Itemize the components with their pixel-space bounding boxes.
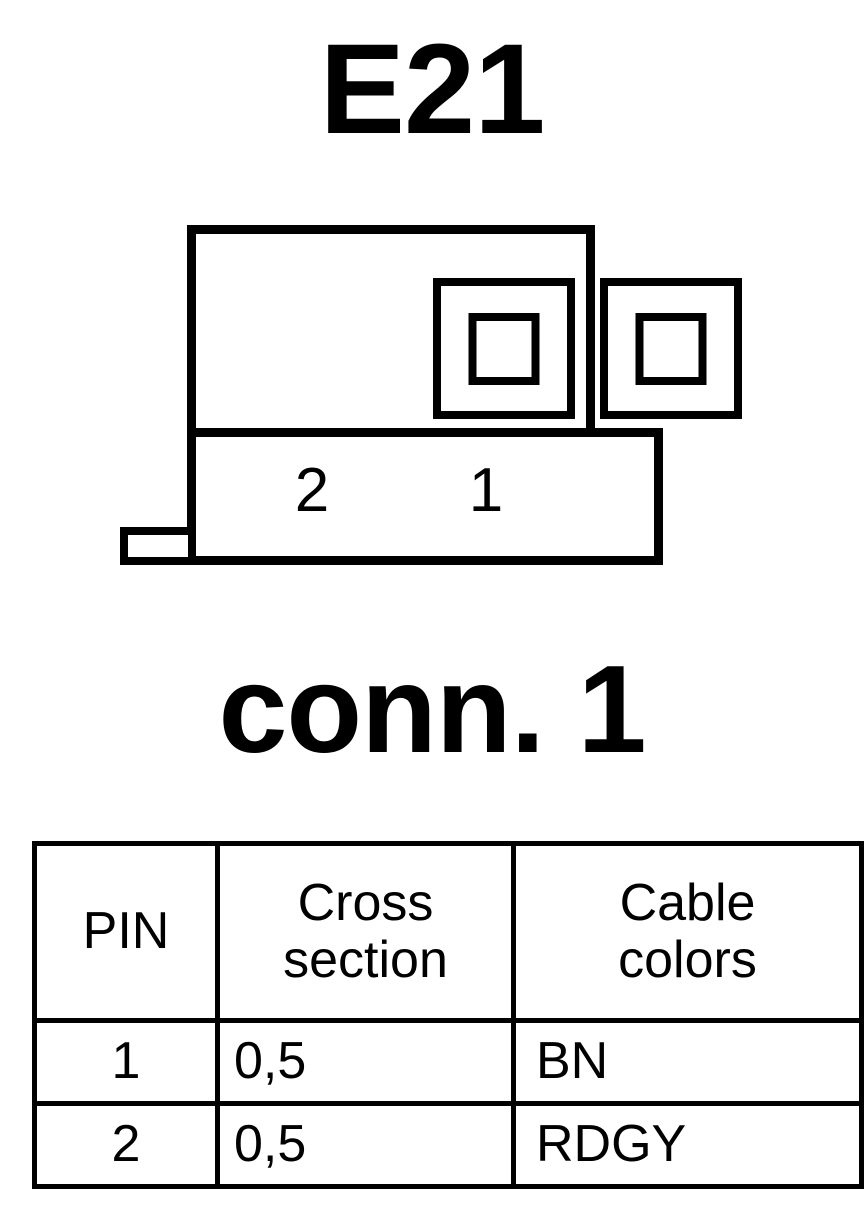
table-header-row: PIN Cross section Cable colors — [32, 841, 864, 1023]
column-header-cross-section: Cross section — [215, 841, 516, 1023]
pin-socket-2 — [433, 278, 575, 419]
connector-diagram: 2 1 — [0, 215, 864, 575]
column-header-cross-section-line1: Cross — [297, 873, 434, 932]
pin-number-label-2: 2 — [294, 456, 330, 525]
connector-lower-housing — [187, 428, 663, 565]
table-header: PIN Cross section Cable colors — [32, 841, 864, 1023]
connector-upper-housing — [187, 225, 742, 443]
column-header-cross-section-line2: section — [283, 931, 448, 989]
column-header-cable-colors: Cable colors — [511, 841, 864, 1023]
cell-cross-section: 0,5 — [215, 1018, 516, 1106]
column-header-pin: PIN — [32, 841, 220, 1023]
table-row: 1 0,5 BN — [32, 1018, 864, 1106]
cell-cross-section: 0,5 — [215, 1101, 516, 1189]
table-row: 2 0,5 RDGY — [32, 1101, 864, 1189]
pin-number-label-1: 1 — [468, 456, 504, 525]
column-header-cable-colors-line2: colors — [618, 931, 757, 989]
cell-cable-colors: RDGY — [511, 1101, 864, 1189]
pin-socket-inner-2 — [468, 312, 540, 385]
column-header-cable-colors-line1: Cable — [619, 873, 756, 932]
pin-assignment-table: PIN Cross section Cable colors 1 0,5 BN … — [32, 841, 864, 1189]
column-header-pin-line1: PIN — [82, 902, 170, 961]
connector-latch-tab-icon — [120, 527, 196, 565]
pin-socket-1 — [600, 278, 742, 419]
cell-pin: 1 — [32, 1018, 220, 1106]
table-body: 1 0,5 BN 2 0,5 RDGY — [32, 1018, 864, 1189]
page-title: E21 — [319, 18, 546, 161]
cell-pin: 2 — [32, 1101, 220, 1189]
pin-socket-inner-1 — [635, 312, 707, 385]
connector-caption: conn. 1 — [218, 641, 646, 779]
cell-cable-colors: BN — [511, 1018, 864, 1106]
